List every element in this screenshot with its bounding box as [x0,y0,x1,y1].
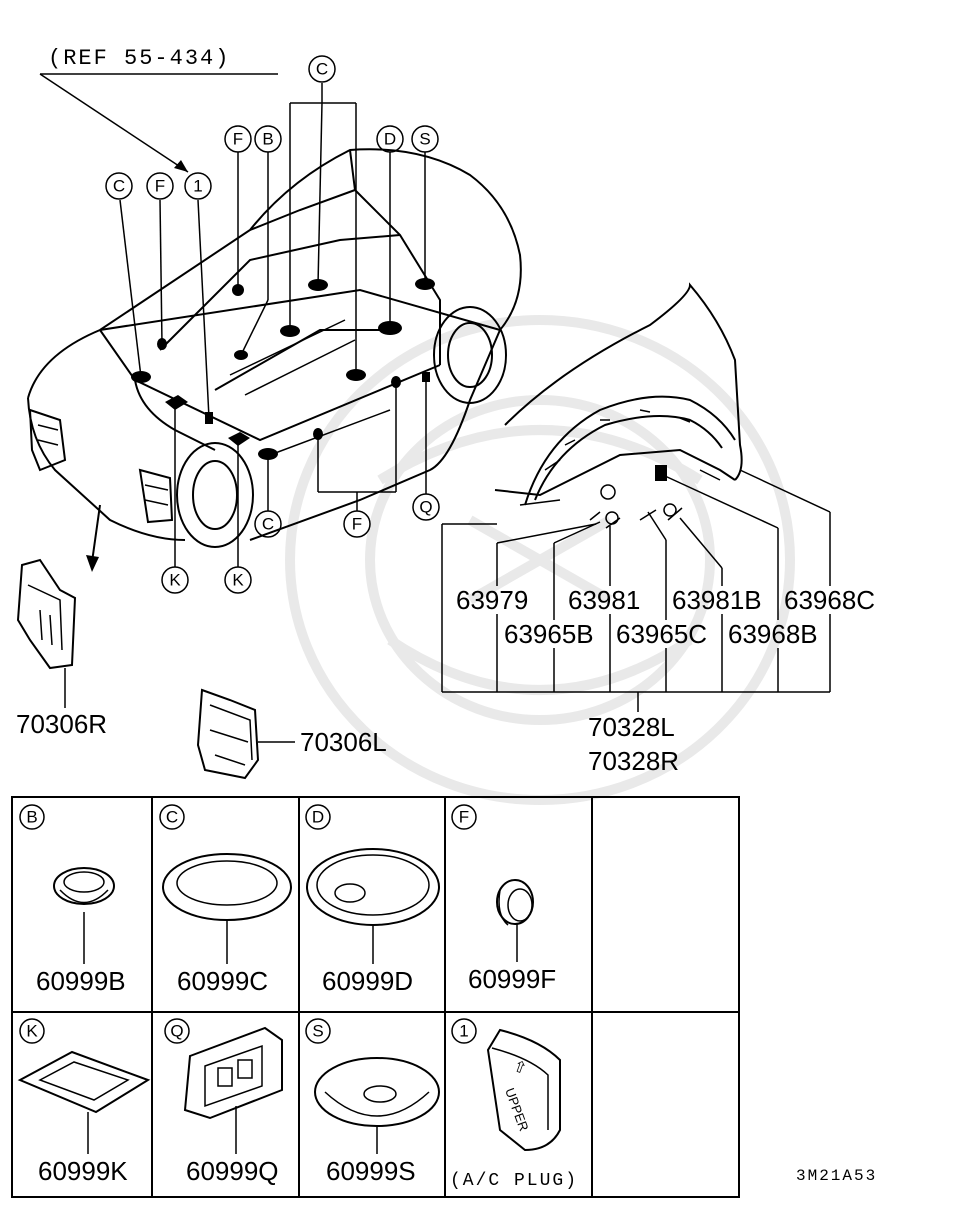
svg-text:S: S [312,1022,323,1041]
svg-text:F: F [352,515,362,534]
part-63981B: 63981B [672,585,762,615]
svg-text:1: 1 [459,1022,468,1041]
callout-k-2: K [224,566,252,594]
legend-part-60999C: 60999C [177,966,268,996]
part-70328R: 70328R [588,746,679,776]
undercover-70306R [16,558,77,708]
legend-cell-c: C 60999C [159,804,292,996]
callout-c-1: C [105,172,133,200]
svg-text:Q: Q [419,498,432,517]
legend-cell-f: F 60999F [451,804,556,994]
legend-part-60999B: 60999B [36,966,126,996]
callout-f-1: F [146,172,174,200]
svg-text:B: B [26,808,37,827]
callout-c-2: C [308,55,336,83]
svg-text:C: C [113,177,125,196]
svg-text:Q: Q [170,1022,183,1041]
ref-arrow-icon [174,160,188,172]
part-70306R: 70306R [16,709,107,739]
undercover-70306L [196,688,295,780]
legend-cell-b: B 60999B [19,804,126,996]
callout-q: Q [412,493,440,521]
svg-text:K: K [232,571,244,590]
svg-text:F: F [233,130,243,149]
part-63968B: 63968B [728,619,818,649]
part-tree [441,469,831,712]
svg-text:C: C [166,808,178,827]
legend-cell-s: S 60999S [305,1018,440,1186]
legend-part-60999K: 60999K [38,1156,128,1186]
part-63965C: 63965C [616,619,707,649]
callout-d: D [376,125,404,153]
svg-text:K: K [26,1022,38,1041]
ref-leader [39,73,189,173]
legend-part-60999S: 60999S [326,1156,416,1186]
legend-cell-k: K 60999K [17,1018,151,1186]
legend-part-ac-plug: (A/C PLUG) [450,1171,578,1191]
up-arrow-icon: ⇧ [511,1058,529,1079]
legend-part-60999D: 60999D [322,966,413,996]
plug-upper-text: UPPER [502,1086,531,1133]
legend-part-60999Q: 60999Q [186,1156,279,1186]
legend-cell-ac-plug: 1 ⇧ UPPER (A/C PLUG) [450,1018,578,1191]
watermark [285,315,795,805]
callout-s: S [411,125,439,153]
svg-text:B: B [262,130,273,149]
ref-label: (REF 55-434) [48,46,230,71]
svg-text:F: F [459,808,469,827]
callout-f-2: F [224,125,252,153]
vehicle-body [27,148,522,548]
part-63965B: 63965B [504,619,594,649]
part-63981: 63981 [568,585,640,615]
svg-text:D: D [312,808,324,827]
part-63968C: 63968C [784,585,875,615]
svg-text:F: F [155,177,165,196]
fender-liner [494,282,743,529]
svg-text:C: C [316,60,328,79]
svg-text:C: C [262,515,274,534]
callout-f-3: F [343,510,371,538]
callout-circles: C F 1 F B C D S C F Q K K [105,55,440,594]
svg-text:1: 1 [193,177,202,196]
legend-cell-q: Q 60999Q [164,1018,283,1186]
svg-text:K: K [169,571,181,590]
callout-k-1: K [161,566,189,594]
leader-lines [86,83,427,572]
callout-c-3: C [254,510,282,538]
legend-part-60999F: 60999F [468,964,556,994]
diagram-code: 3M21A53 [796,1167,877,1185]
svg-text:S: S [419,130,430,149]
legend-cell-d: D 60999D [305,804,440,996]
callout-1: 1 [184,172,212,200]
callout-b: B [254,125,282,153]
svg-text:D: D [384,130,396,149]
part-70328L: 70328L [588,712,675,742]
part-63979: 63979 [456,585,528,615]
part-70306L: 70306L [300,727,387,757]
legend-table [11,796,740,1198]
